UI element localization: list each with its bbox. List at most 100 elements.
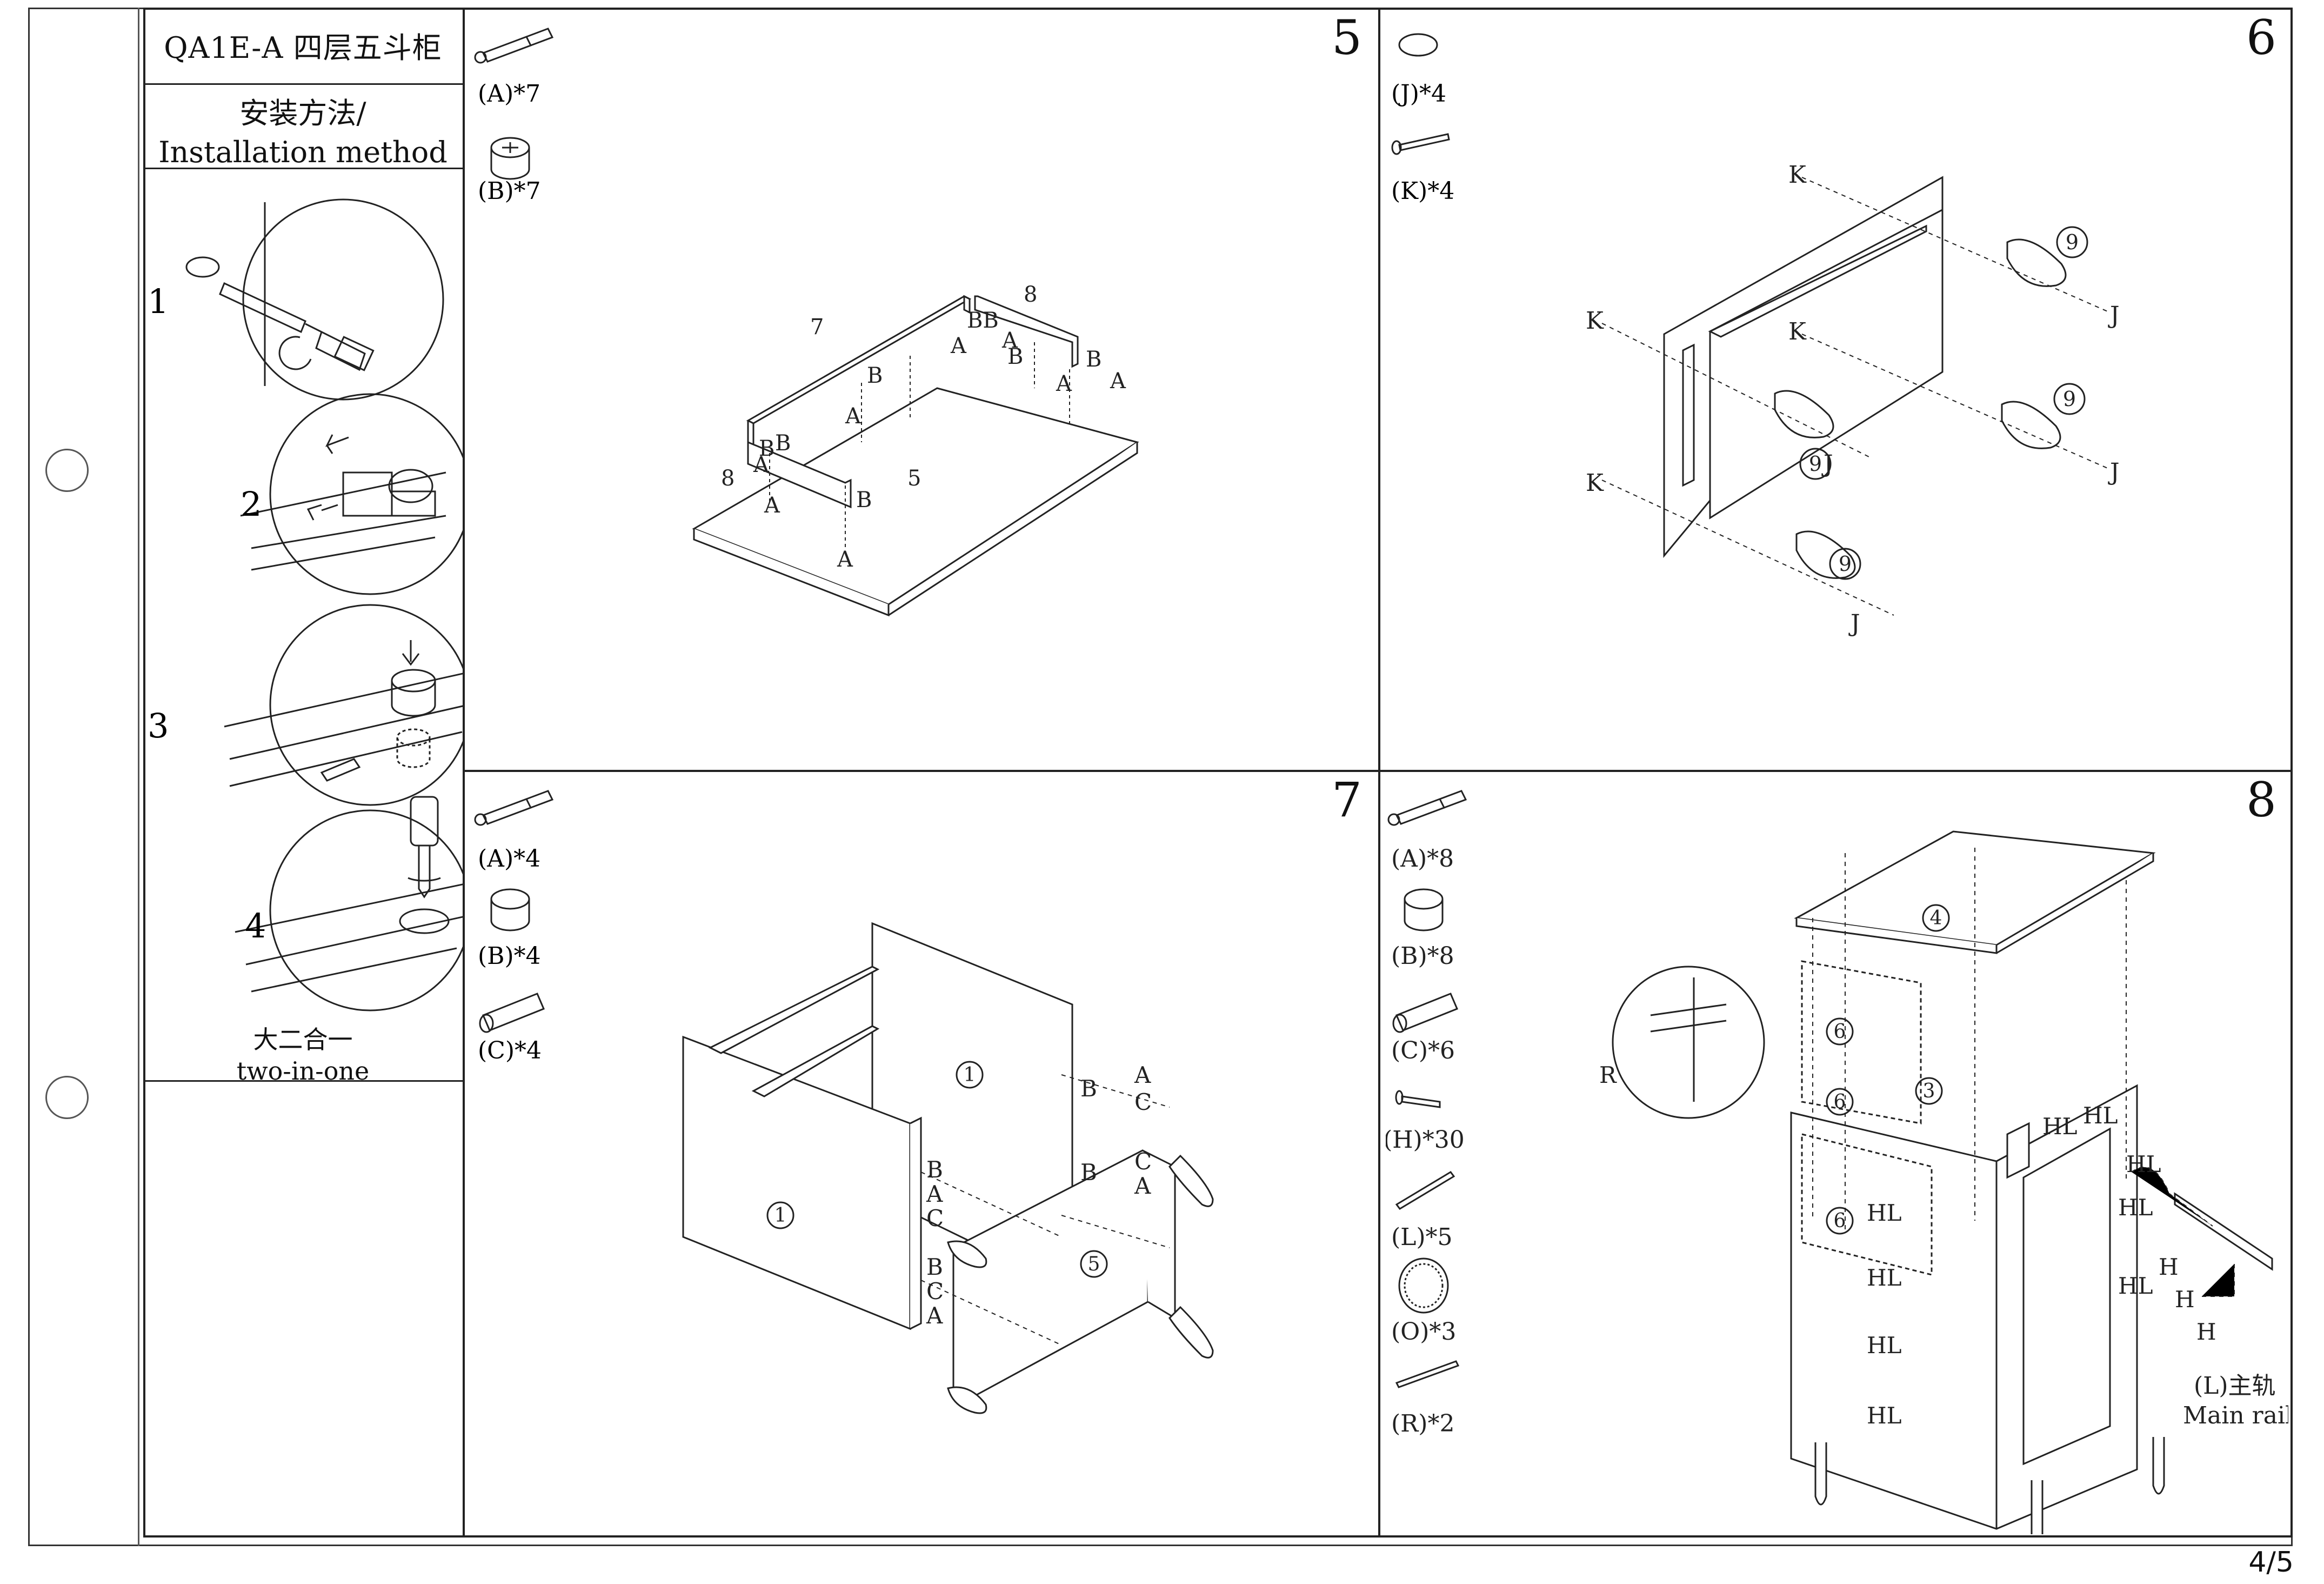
label: 8 [721, 466, 734, 491]
part-j-qty: (J)*4 [1391, 80, 1446, 108]
label: A [1001, 328, 1018, 353]
label: C [1134, 1089, 1152, 1115]
step-7-diagram: 1 1 5 B A C B C A B A C B C A [682, 922, 1214, 1414]
label: 5 [907, 466, 921, 491]
part-h-qty: (H)*30 [1386, 1126, 1465, 1154]
part-callout: 9 [2063, 387, 2076, 411]
page-number: 4/5 [2248, 1546, 2294, 1579]
model-title: QA1E-A 四层五斗柜 [164, 31, 442, 65]
label: B [759, 436, 774, 461]
label: B [867, 363, 883, 388]
part-callout: 1 [964, 1064, 976, 1086]
parts-list: (A)*7 (B)*7 [474, 28, 554, 205]
part-o-qty: (O)*3 [1391, 1318, 1456, 1346]
label: HL [1867, 1264, 1902, 1291]
divider [143, 83, 463, 85]
label: J [1848, 610, 1860, 637]
label: J [2108, 302, 2120, 329]
caption-cn: 大二合一 [253, 1025, 353, 1054]
part-c-qty: (C)*4 [478, 1037, 542, 1064]
step-7-panel: 7 (A)*4 (B)*4 (C)*4 [467, 772, 1378, 1535]
label: HL [2042, 1113, 2078, 1140]
caption-en: two-in-one [236, 1056, 370, 1086]
strip-icon [1395, 1360, 1460, 1388]
cam-lock-instructions: 1 2 3 4 [148, 198, 463, 1011]
label: HL [2118, 1273, 2153, 1299]
label: K [1788, 318, 1807, 345]
part-callout: 6 [1834, 1021, 1846, 1043]
part-b-qty: (B)*7 [478, 177, 541, 205]
part-c-qty: (C)*6 [1391, 1037, 1455, 1064]
label: 7 [810, 315, 824, 340]
label: H [2196, 1319, 2216, 1345]
label: A [753, 452, 770, 477]
main-rail-cn: (L)主轨 [2194, 1372, 2276, 1400]
step-number-3: 3 [148, 706, 169, 746]
part-r-qty: (R)*2 [1391, 1410, 1454, 1437]
cam-lock-icon [490, 137, 530, 180]
parts-list: (J)*4 (K)*4 [1391, 33, 1454, 205]
part-b-qty: (B)*8 [1391, 942, 1454, 970]
two-in-one-caption: 大二合一 two-in-one [143, 1024, 463, 1087]
part-a-qty: (A)*4 [478, 845, 540, 873]
step-number: 6 [2246, 10, 2276, 65]
label: BB [967, 308, 999, 333]
part-callout: 9 [1809, 452, 1822, 476]
main-rail-en: Main rail [2183, 1402, 2288, 1429]
label: B [856, 488, 872, 513]
label: HL [1867, 1200, 1902, 1226]
label: J [1821, 450, 1833, 478]
step-number-4: 4 [245, 906, 266, 946]
parts-list: (A)*8 (B)*8 (C)*6 (H)*30 (L)*5 (O)*3 (R)… [1386, 790, 1467, 1437]
label: A [1134, 1173, 1151, 1199]
label: B [1080, 1075, 1097, 1102]
screw-icon [1395, 1090, 1441, 1108]
label: A [1134, 1062, 1151, 1088]
label: HL [2118, 1194, 2153, 1221]
step-number-1: 1 [148, 282, 169, 321]
felt-pad-icon [1398, 1257, 1449, 1314]
label: C [1134, 1148, 1152, 1175]
step-5-panel: 5 (A)*7 (B)*7 7 8 8 5 A B BB [467, 10, 1378, 770]
label: B [775, 431, 791, 456]
parts-list: (A)*4 (B)*4 (C)*4 [474, 790, 554, 1064]
cam-bolt-icon [1387, 790, 1467, 826]
dowel-icon [1392, 993, 1458, 1033]
part-b-qty: (B)*4 [478, 942, 541, 970]
part-callout: 5 [1088, 1253, 1100, 1275]
label: HL [1867, 1402, 1902, 1429]
binder-margin-line [138, 8, 139, 1546]
content-frame [143, 8, 2293, 1538]
installation-method-heading: 安装方法/ Installation method [143, 94, 463, 172]
label: HL [2126, 1151, 2161, 1177]
panel-divider-vertical [1378, 8, 1380, 1538]
label: K [1586, 469, 1604, 497]
part-callout: 1 [774, 1204, 787, 1227]
cam-lock-icon [1404, 888, 1444, 931]
label: B [926, 1254, 943, 1280]
label: H [2175, 1286, 2195, 1313]
divider [143, 1080, 463, 1082]
label: B [1086, 347, 1101, 372]
part-k-qty: (K)*4 [1391, 177, 1454, 205]
label: C [926, 1278, 944, 1305]
method-en: Installation method [158, 135, 448, 169]
screw-icon [1391, 133, 1450, 155]
label: A [1110, 369, 1126, 394]
part-callout: 3 [1923, 1080, 1935, 1102]
part-callout: 6 [1834, 1210, 1846, 1232]
dowel-icon [479, 993, 545, 1033]
divider [143, 168, 463, 169]
label: A [845, 404, 862, 429]
label: B [1080, 1159, 1097, 1186]
label: C [926, 1205, 944, 1232]
method-cn: 安装方法/ [239, 96, 366, 130]
cam-bolt-icon [474, 790, 554, 826]
cam-lock-icon [490, 888, 530, 931]
label: A [926, 1302, 943, 1329]
part-a-qty: (A)*7 [478, 80, 540, 108]
label: B [926, 1156, 943, 1183]
sidebar: QA1E-A 四层五斗柜 安装方法/ Installation method [143, 8, 465, 1538]
part-callout: 9 [1839, 552, 1852, 576]
step-number-2: 2 [241, 484, 262, 524]
